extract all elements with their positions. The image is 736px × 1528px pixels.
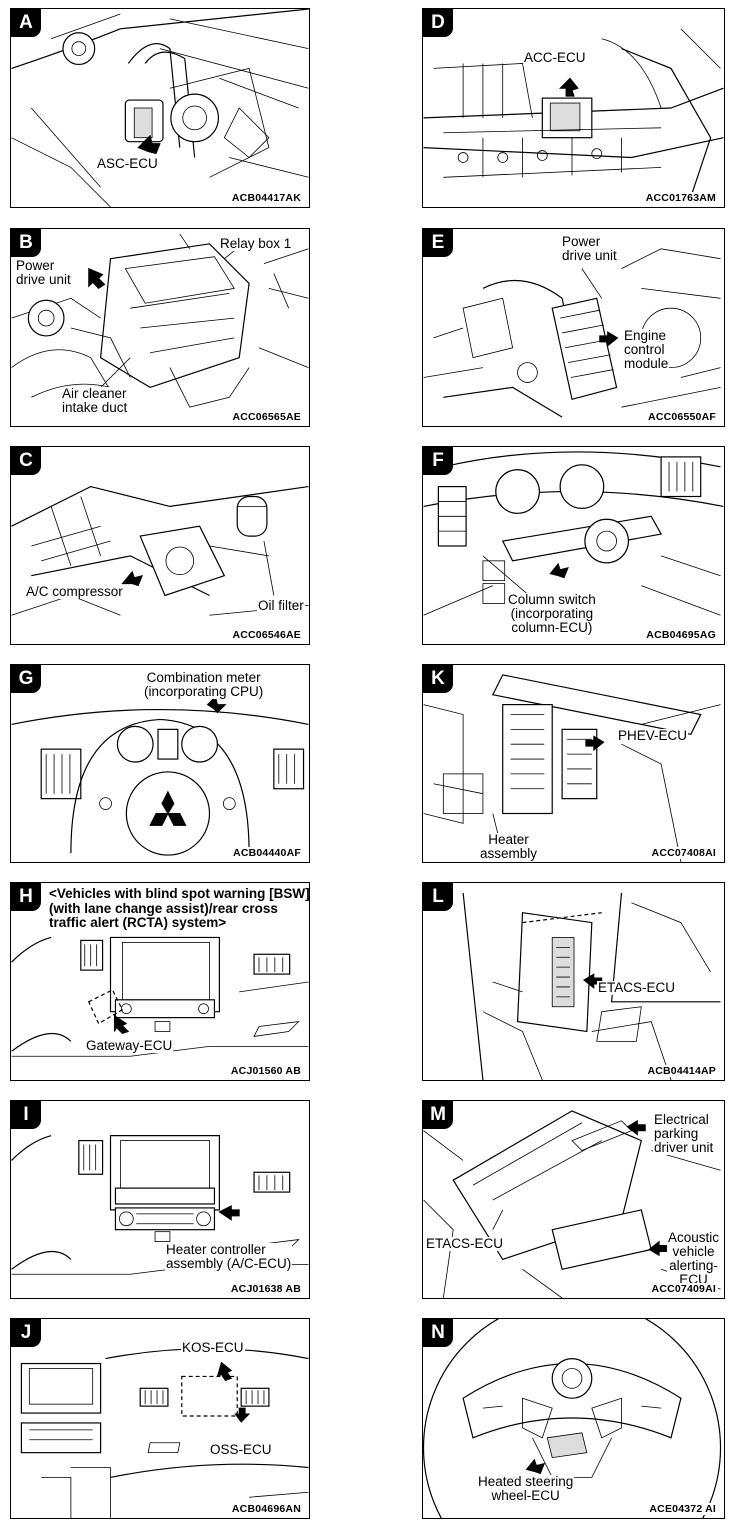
panel-letter: I [11, 1101, 41, 1129]
panel-letter: A [11, 9, 41, 37]
figure-code: ACB04417AK [229, 192, 303, 204]
panel-letter: H [11, 883, 41, 911]
label-acc-ecu: ACC-ECU [523, 50, 587, 65]
panel-letter: C [11, 447, 41, 475]
label-column-switch: Column switch (incorporating column-ECU) [507, 592, 597, 635]
label-phev-ecu: PHEV-ECU [617, 728, 689, 743]
label-power-drive-unit: Power drive unit [15, 258, 72, 287]
figure-code: ACC07409AI [649, 1283, 718, 1295]
figure-code: ACC01763AM [643, 192, 718, 204]
column-switch-illustration [423, 451, 724, 616]
panel-letter: M [423, 1101, 453, 1129]
parking-driver-unit-illustration [423, 1110, 721, 1298]
panel-g: G Combination meter (incorporating CPU) … [10, 664, 310, 863]
panel-d: D ACC-ECU ACC01763AM [422, 8, 725, 208]
panel-f: F Column switch (incorporating column-EC… [422, 446, 725, 645]
combination-meter-illustration [11, 695, 309, 856]
panel-letter: G [11, 665, 41, 693]
power-drive-unit-illustration [11, 233, 309, 408]
label-etacs-ecu: ETACS-ECU [597, 980, 677, 995]
label-electrical-parking-driver-unit: Electrical parking driver unit [653, 1112, 715, 1155]
figure-code: ACC06565AE [230, 411, 303, 423]
figure-code: ACC06550AF [646, 411, 718, 423]
label-acoustic-vehicle-alerting-ecu: Acoustic vehicle alerting- ECU [667, 1230, 721, 1287]
figure-code: ACB04695AG [644, 629, 718, 641]
figure-code: ACJ01638 AB [228, 1283, 303, 1295]
figure-code: ACC06546AE [230, 629, 303, 641]
figure-code: ACE04372 AI [647, 1503, 718, 1515]
panel-c: C A/C compressor Oil filter ACC06546AE [10, 446, 310, 645]
panel-letter: J [11, 1319, 41, 1347]
panel-letter: N [423, 1319, 453, 1347]
panel-letter: L [423, 883, 453, 911]
label-heater-controller: Heater controller assembly (A/C-ECU) [165, 1242, 293, 1271]
panel-e: E Power drive unit Engine control module… [422, 228, 725, 427]
figure-code: ACB04414AP [645, 1065, 718, 1077]
applicability-note: <Vehicles with blind spot warning [BSW] … [49, 886, 310, 930]
heater-controller-illustration [11, 1135, 309, 1275]
panel-letter: B [11, 229, 41, 257]
engine-control-module-illustration [423, 248, 721, 418]
label-oss-ecu: OSS-ECU [209, 1442, 273, 1457]
etacs-ecu-under-dash-illustration [462, 892, 721, 1080]
engine-bay-illustration [11, 9, 309, 207]
panel-a: A ASC-ECU ACB04417AK [10, 8, 310, 208]
phev-ecu-illustration [423, 674, 721, 862]
label-air-cleaner-intake-duct: Air cleaner intake duct [61, 386, 129, 415]
figure-code: ACJ01560 AB [228, 1065, 303, 1077]
panel-i: I Heater controller assembly (A/C-ECU) A… [10, 1100, 310, 1299]
panel-letter: D [423, 9, 453, 37]
label-gateway-ecu: Gateway-ECU [85, 1038, 174, 1053]
label-engine-control-module: Engine control module [623, 328, 670, 371]
label-oil-filter: Oil filter [257, 598, 305, 613]
ac-compressor-illustration [11, 485, 309, 616]
label-heater-assembly: Heater assembly [479, 832, 539, 861]
steering-wheel-illustration [423, 1319, 722, 1518]
label-relay-box-1: Relay box 1 [219, 236, 293, 251]
label-ac-compressor: A/C compressor [25, 584, 124, 599]
label-heated-steering-wheel-ecu: Heated steering wheel-ECU [477, 1474, 575, 1503]
label-etacs-ecu: ETACS-ECU [425, 1236, 505, 1251]
panel-l: L ETACS-ECU ACB04414AP [422, 882, 725, 1081]
panel-m: M Electrical parking driver unit ETACS-E… [422, 1100, 725, 1299]
label-combination-meter: Combination meter (incorporating CPU) [143, 670, 265, 699]
panel-h: H <Vehicles with blind spot warning [BSW… [10, 882, 310, 1081]
figure-code: ACB04440AF [231, 847, 303, 859]
figure-code: ACC07408AI [649, 847, 718, 859]
gateway-ecu-illustration [11, 936, 309, 1057]
figure-code: ACB04696AN [229, 1503, 303, 1515]
panel-k: K PHEV-ECU Heater assembly ACC07408AI [422, 664, 725, 863]
panel-letter: E [423, 229, 453, 257]
label-power-drive-unit: Power drive unit [561, 234, 618, 263]
kos-oss-ecu-illustration [20, 1348, 309, 1518]
label-asc-ecu: ASC-ECU [96, 156, 159, 171]
label-kos-ecu: KOS-ECU [181, 1340, 245, 1355]
panel-letter: F [423, 447, 453, 475]
dashboard-frame-illustration [423, 28, 724, 198]
panel-b: B Relay box 1 Power drive unit Air clean… [10, 228, 310, 427]
panel-j: J KOS-ECU OSS-ECU ACB04696AN [10, 1318, 310, 1519]
panel-n: N Heated steering wheel-ECU ACE04372 AI [422, 1318, 725, 1519]
panel-letter: K [423, 665, 453, 693]
